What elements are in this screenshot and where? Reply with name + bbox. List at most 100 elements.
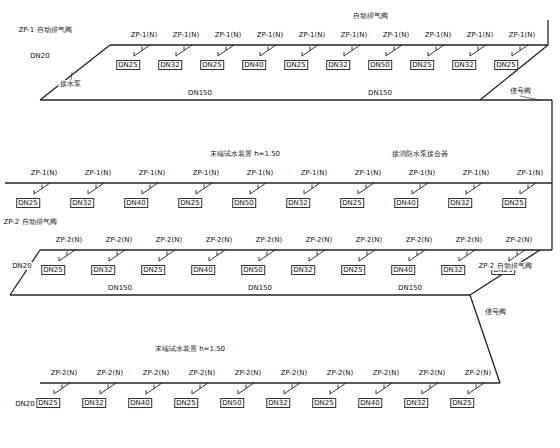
pipe-size: DN25 — [341, 265, 365, 275]
pipe-note: ZP-1(N) — [298, 31, 327, 39]
branch-pipe — [284, 383, 300, 394]
branch-pipe — [409, 250, 425, 261]
pipe-size: DN25 — [410, 60, 434, 70]
branch-pipe — [109, 250, 125, 261]
sprinkler-head — [467, 252, 468, 256]
sprinkler-head — [117, 252, 118, 256]
sprinkler-head — [430, 385, 431, 389]
pipe-size: DN25 — [340, 198, 364, 208]
sprinkler-head — [259, 257, 260, 261]
main-pipe — [5, 182, 552, 183]
pipe-note: ZP-2(N) — [142, 369, 171, 377]
pipe-note: ZP-2(N) — [234, 369, 263, 377]
pipe-note: 信号阀 — [509, 87, 532, 95]
sprinkler-head — [150, 185, 151, 189]
pipe-note: ZP-2(N) — [305, 236, 334, 244]
pipe-note: ZP-2(N) — [50, 369, 79, 377]
pipe-size: DN40 — [191, 265, 215, 275]
branch-pipe — [159, 250, 175, 261]
branch-pipe — [238, 383, 254, 394]
pipe-note: ZP-1(N) — [172, 31, 201, 39]
sprinkler-head — [200, 385, 201, 389]
main-pipe — [40, 249, 552, 250]
pipe-size: DN40 — [128, 398, 152, 408]
branch-pipe — [470, 45, 486, 56]
sprinkler-head — [309, 257, 310, 261]
branch-pipe — [54, 383, 70, 394]
sprinkler-head — [466, 190, 467, 194]
branch-pipe — [330, 383, 346, 394]
sprinkler-head — [367, 252, 368, 256]
pipe-note: ZP-2(N) — [455, 236, 484, 244]
sprinkler-head — [366, 185, 367, 189]
pipe-note: ZP-1(N) — [516, 169, 545, 177]
sprinkler-head — [436, 47, 437, 51]
main-pipe — [10, 250, 40, 295]
sprinkler-head — [359, 257, 360, 261]
sprinkler-head — [67, 252, 68, 256]
pipe-size: DN25 — [16, 198, 40, 208]
sprinkler-head — [417, 252, 418, 256]
pipe-size: DN25 — [494, 60, 518, 70]
pipe-size: DN32 — [82, 398, 106, 408]
sprinkler-head — [134, 52, 135, 56]
pipe-note: DN150 — [397, 284, 423, 292]
pipe-note: ZP-1(N) — [130, 31, 159, 39]
pipe-note: 末端试水装置 h=1.50 — [209, 150, 281, 158]
pipe-size: DN25 — [200, 60, 224, 70]
pipe-note: ZP-1(N) — [382, 31, 411, 39]
sprinkler-head — [478, 47, 479, 51]
sprinkler-head — [338, 385, 339, 389]
pipe-note: ZP-2(N) — [105, 236, 134, 244]
main-pipe — [40, 382, 500, 383]
leader-line — [520, 96, 540, 100]
sprinkler-head — [146, 390, 147, 394]
pipe-size: DN40 — [358, 398, 382, 408]
sprinkler-head — [192, 390, 193, 394]
pipe-size: DN50 — [220, 398, 244, 408]
pipe-note: ZP-2(N) — [155, 236, 184, 244]
sprinkler-head — [312, 185, 313, 189]
sprinkler-head — [470, 52, 471, 56]
sprinkler-head — [474, 185, 475, 189]
pipe-size: DN25 — [174, 398, 198, 408]
sprinkler-head — [238, 390, 239, 394]
branch-pipe — [192, 383, 208, 394]
sprinkler-head — [459, 257, 460, 261]
pipe-size: DN40 — [391, 265, 415, 275]
pipe-note: ZP-2(N) — [326, 369, 355, 377]
sprinkler-head — [310, 47, 311, 51]
sprinkler-head — [154, 385, 155, 389]
branch-pipe — [344, 45, 360, 56]
branch-pipe — [376, 383, 392, 394]
sprinkler-head — [512, 52, 513, 56]
pipe-note: 自动排气阀 — [352, 12, 389, 20]
sprinkler-head — [344, 52, 345, 56]
sprinkler-head — [260, 52, 261, 56]
pipe-size: DN25 — [116, 60, 140, 70]
branch-pipe — [512, 45, 528, 56]
pipe-note: ZP-1(N) — [462, 169, 491, 177]
pipe-size: DN32 — [404, 398, 428, 408]
branch-pipe — [359, 250, 375, 261]
sprinkler-head — [142, 47, 143, 51]
pipe-note: ZP-1(N) — [192, 169, 221, 177]
pipe-note: DN150 — [367, 89, 393, 97]
pipe-size: DN25 — [36, 398, 60, 408]
pipe-note: ZP-1(N) — [300, 169, 329, 177]
sprinkler-head — [422, 390, 423, 394]
branch-pipe — [218, 45, 234, 56]
pipe-note: 接水泵 — [59, 80, 82, 88]
sprinkler-head — [109, 257, 110, 261]
pipe-note: DN150 — [247, 284, 273, 292]
pipe-note: DN20 — [11, 262, 33, 270]
sprinkler-head — [302, 52, 303, 56]
sprinkler-head — [330, 390, 331, 394]
sprinkler-head — [62, 385, 63, 389]
sprinkler-head — [268, 47, 269, 51]
pipe-note: ZP-2(N) — [255, 236, 284, 244]
sprinkler-head — [284, 390, 285, 394]
branch-pipe — [309, 250, 325, 261]
pipe-note: ZP-1(N) — [256, 31, 285, 39]
branch-pipe — [358, 183, 374, 194]
